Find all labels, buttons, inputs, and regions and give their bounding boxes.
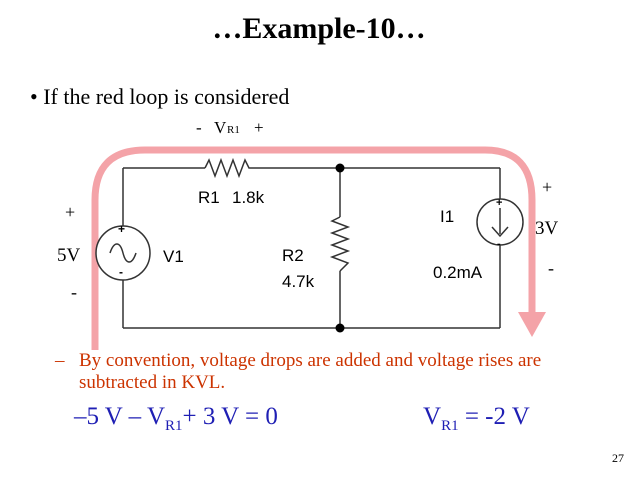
- kvl-equation: –5 V – VR1+ 3 V = 0: [74, 403, 278, 435]
- sine-wave-icon: [109, 243, 137, 263]
- vr1-result-part-a: V: [423, 403, 442, 430]
- r2-value: 4.7k: [282, 272, 315, 291]
- v1-minus: -: [71, 282, 77, 302]
- v1-inner-plus: +: [118, 222, 125, 236]
- sub-bullet-dash: –: [55, 350, 65, 371]
- r2-name: R2: [282, 246, 304, 265]
- v1-name: V1: [163, 247, 184, 266]
- kvl-equation-sub: R1: [165, 418, 183, 434]
- right-voltage-minus: -: [548, 258, 554, 278]
- r2-resistor-symbol: [329, 216, 351, 272]
- vr1-sub: R1: [227, 124, 240, 136]
- v1-inner-minus: -: [119, 265, 123, 279]
- r1-name: R1: [198, 188, 220, 207]
- v1-voltage-source: + -: [95, 222, 151, 281]
- red-loop: [91, 146, 546, 350]
- red-loop-path: [91, 146, 536, 350]
- v1-plus: +: [65, 202, 75, 222]
- r1-resistor-symbol: [204, 157, 252, 179]
- bullet-text: If the red loop is considered: [43, 84, 290, 109]
- sub-bullet-text: By convention, voltage drops are added a…: [79, 350, 542, 393]
- i1-inner-plus: +: [496, 197, 502, 209]
- i1-value: 0.2mA: [433, 263, 483, 282]
- circuit-wires: [122, 167, 501, 329]
- vr1-label: - V R1 +: [196, 118, 264, 137]
- kvl-equation-part-b: + 3 V = 0: [182, 403, 278, 430]
- i1-name: I1: [440, 207, 454, 226]
- right-voltage-value: 3V: [535, 218, 559, 239]
- node-top: [335, 163, 345, 173]
- v1-value: 5V: [57, 245, 81, 266]
- bullet-dot: •: [30, 84, 44, 109]
- vr1-plus: +: [254, 118, 264, 137]
- red-loop-arrowhead: [518, 312, 546, 337]
- node-bottom: [335, 323, 345, 333]
- vr1-result-equation: VR1 = -2 V: [423, 403, 530, 435]
- sub-bullet: – By convention, voltage drops are added…: [55, 350, 575, 394]
- arrow-down-icon: [491, 226, 509, 238]
- vr1-result-sub: R1: [441, 418, 459, 434]
- slide-title: …Example-10…: [212, 12, 426, 45]
- vr1-result-part-b: = -2 V: [458, 403, 530, 430]
- vr1-v: V: [214, 118, 227, 137]
- right-voltage-plus: +: [542, 177, 552, 197]
- main-bullet: • If the red loop is considered: [30, 84, 289, 110]
- r1-value: 1.8k: [232, 188, 265, 207]
- kvl-equation-part-a: –5 V – V: [74, 403, 166, 430]
- i1-current-source: + -: [476, 197, 524, 250]
- vr1-minus: -: [196, 118, 202, 137]
- page-number: 27: [612, 451, 624, 465]
- i1-inner-minus: -: [497, 238, 501, 250]
